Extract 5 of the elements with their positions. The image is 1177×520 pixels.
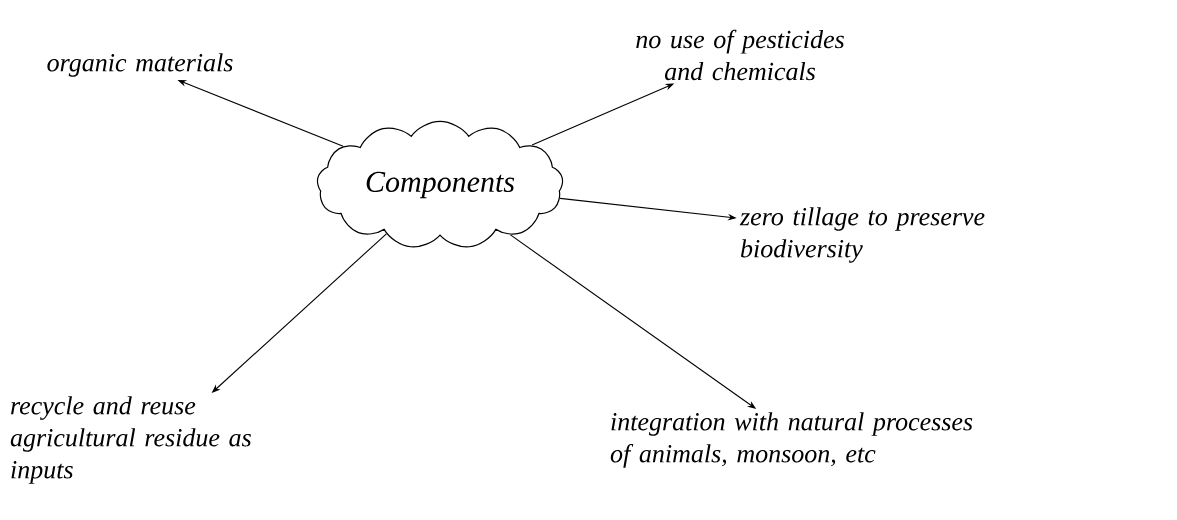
node-text: integration with natural processes of animals, monsoon, etc: [610, 412, 973, 468]
node-text: zero tillage to preserve biodiversity: [739, 207, 985, 263]
node-text: recycle and reuse agricultural residue as inputs: [10, 396, 251, 484]
node-text: organic materials: [47, 53, 233, 77]
node-text: no use of pesticides and chemicals: [636, 29, 844, 81]
